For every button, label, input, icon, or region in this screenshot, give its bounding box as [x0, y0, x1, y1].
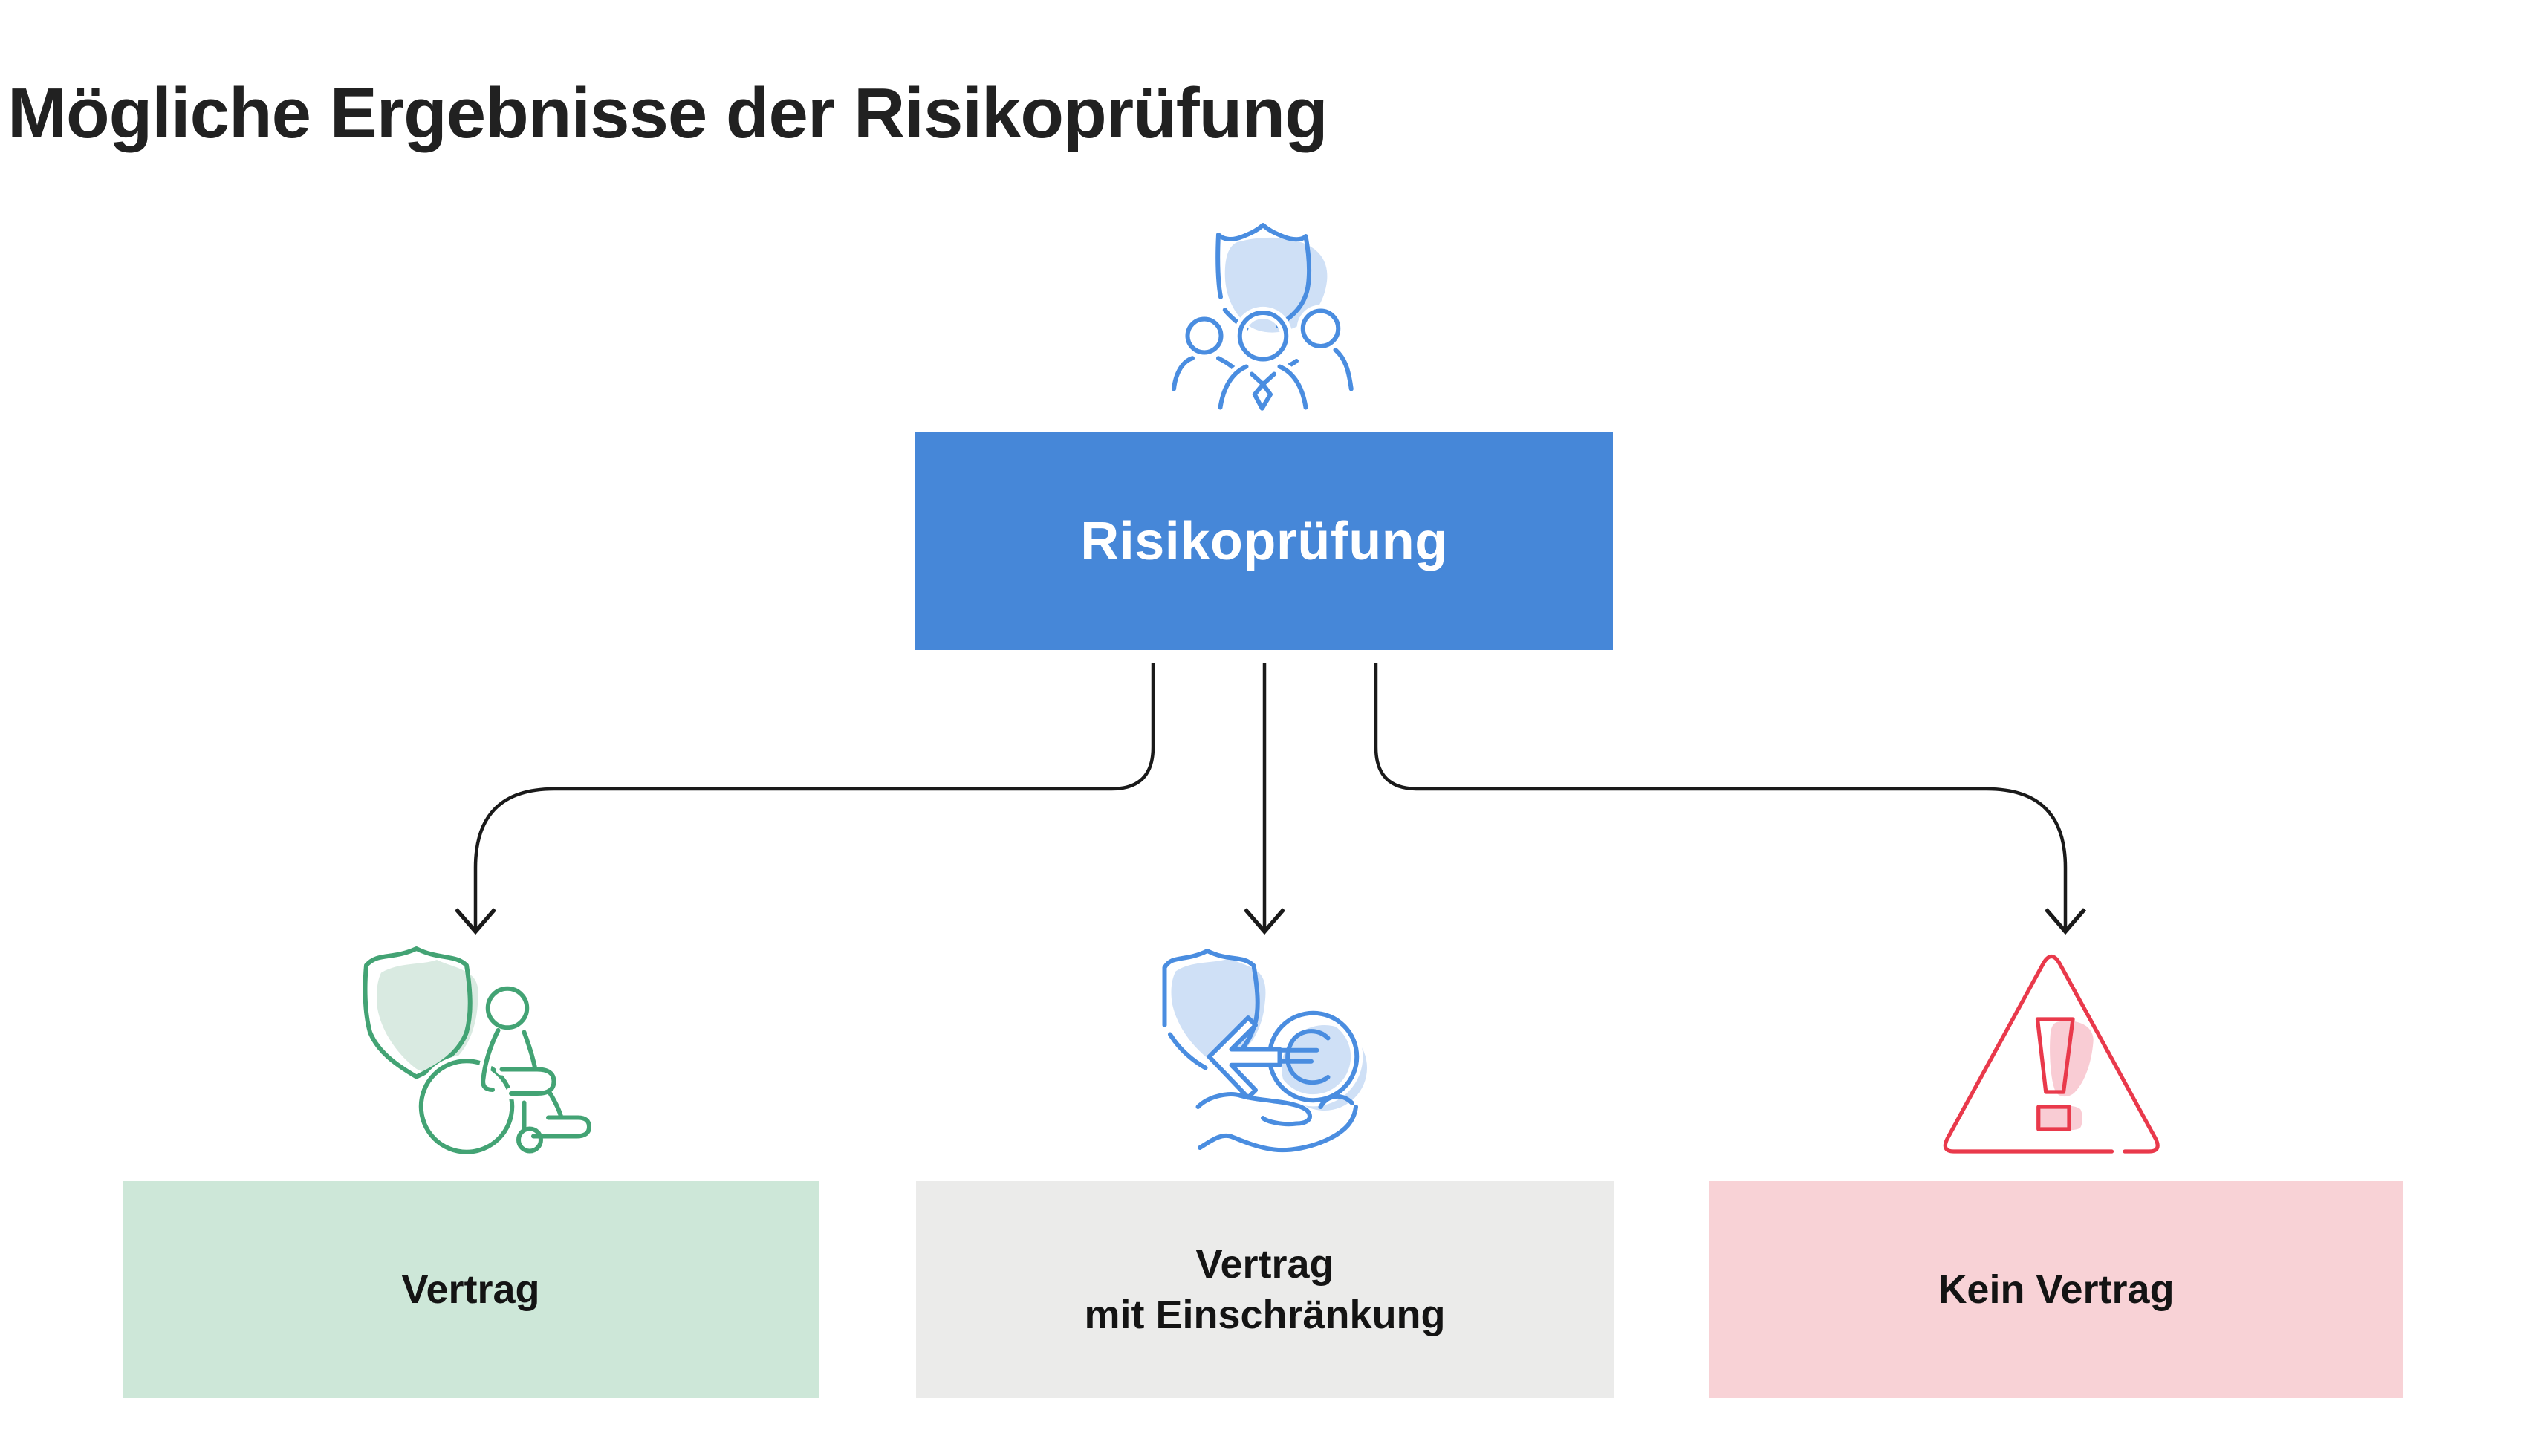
shield-wheelchair-icon [363, 946, 591, 1158]
risikopruefung-node: Risikoprüfung [915, 432, 1613, 650]
outcome-label-kein-vertrag: Kein Vertrag [1938, 1264, 2174, 1315]
outcome-box-kein-vertrag: Kein Vertrag [1709, 1181, 2403, 1398]
arrow-left-head [454, 908, 497, 935]
outcome-label-line1: Kein Vertrag [1938, 1267, 2175, 1312]
outcome-label-line1: Vertrag [401, 1267, 540, 1312]
arrow-right [1374, 663, 2068, 929]
outcome-label-vertrag: Vertrag [401, 1264, 539, 1315]
open-hand [1195, 1092, 1358, 1153]
warning-triangle-icon [1943, 954, 2160, 1154]
outcome-label-line1: Vertrag [1195, 1241, 1334, 1287]
outcome-label-vertrag-mit-einschraenkung: Vertrag mit Einschränkung [1084, 1239, 1445, 1340]
arrow-left [473, 663, 1155, 929]
shield-team-icon [1170, 223, 1356, 413]
outcome-box-vertrag-mit-einschraenkung: Vertrag mit Einschränkung [916, 1181, 1614, 1398]
outcome-label-line2: mit Einschränkung [1084, 1293, 1446, 1337]
arrow-to-shield [1207, 1015, 1282, 1100]
shield-euro-hand-icon [1162, 949, 1367, 1153]
arrow-right-head [2044, 908, 2087, 935]
risikopruefung-node-label: Risikoprüfung [1080, 511, 1448, 571]
page-title: Mögliche Ergebnisse der Risikoprüfung [7, 74, 1328, 154]
outcome-box-vertrag: Vertrag [123, 1181, 819, 1398]
arrow-center-head [1243, 908, 1286, 935]
